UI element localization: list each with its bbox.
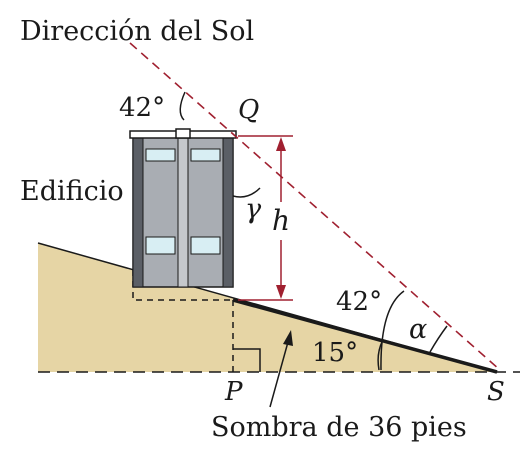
angle-ground-label: 42° xyxy=(336,287,382,317)
point-s-label: S xyxy=(487,377,505,407)
right-angle-marker xyxy=(233,348,261,372)
height-label: h xyxy=(272,204,290,237)
height-arrow-down xyxy=(276,285,286,299)
building-right-edge xyxy=(222,135,234,288)
point-q-label: Q xyxy=(238,95,259,125)
window xyxy=(190,148,221,162)
point-p-label: P xyxy=(224,377,243,407)
building xyxy=(129,128,237,288)
roof-notch-center xyxy=(175,128,191,139)
building-center-column xyxy=(177,135,189,288)
window xyxy=(190,236,221,255)
building-left-edge xyxy=(132,135,144,288)
shadow-label: Sombra de 36 pies xyxy=(211,412,467,443)
arc-15 xyxy=(377,339,384,371)
shadow-leader-line xyxy=(269,341,289,408)
window xyxy=(145,148,176,162)
building-label: Edificio xyxy=(20,176,124,207)
angle-slope-label: 15° xyxy=(312,338,358,368)
arc-alpha xyxy=(429,325,448,353)
sun-direction-label: Dirección del Sol xyxy=(20,16,254,47)
window xyxy=(145,236,176,255)
sun-ray xyxy=(129,42,501,371)
gamma-label: γ xyxy=(245,194,262,225)
arc-angle-top xyxy=(179,91,186,121)
alpha-label: α xyxy=(409,314,427,345)
arc-gamma xyxy=(232,187,261,198)
shadow-segment xyxy=(232,298,498,374)
arc-42-ground xyxy=(380,290,405,371)
angle-top-label: 42° xyxy=(119,93,165,123)
height-arrow-up xyxy=(276,137,286,151)
shadow-leader-arrowhead xyxy=(283,330,293,346)
